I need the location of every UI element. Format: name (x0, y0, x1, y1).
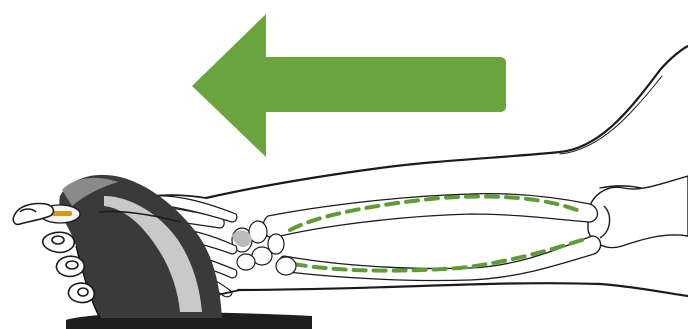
ulna-bone (279, 236, 601, 281)
carpal-bone (237, 254, 255, 270)
finger-3 (68, 283, 94, 302)
carpal-bone (268, 234, 284, 254)
radius-head (276, 257, 296, 275)
forearm-lower-contour (238, 283, 688, 296)
direction-arrow-left-icon (192, 14, 506, 157)
finger-2 (56, 256, 84, 276)
